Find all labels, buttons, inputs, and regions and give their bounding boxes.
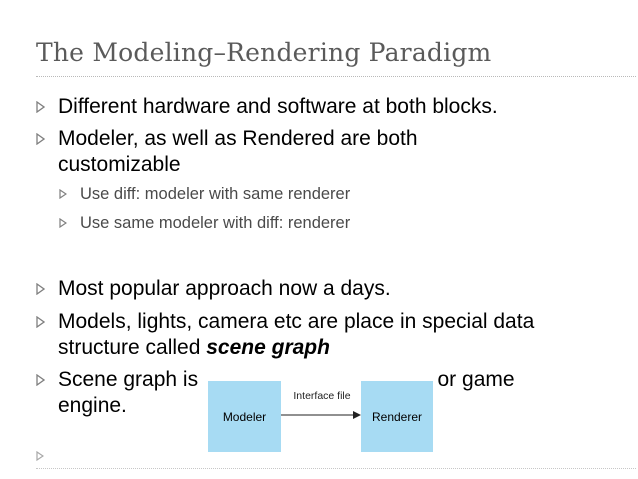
- bullet-scene-graph-interface: Scene graph is engine.: [36, 367, 198, 419]
- bullet-text-line-1: Models, lights, camera etc are place in …: [58, 310, 535, 333]
- interface-file-label: Interface file: [293, 390, 351, 402]
- modeler-box: Modeler: [208, 381, 281, 452]
- sub-bullet-same-modeler: Use same modeler with diff: renderer: [59, 212, 350, 234]
- triangle-bullet-icon: [36, 309, 48, 335]
- bullet-hardware-software: Different hardware and software at both …: [36, 94, 498, 120]
- sub-bullet-diff-modeler: Use diff: modeler with same renderer: [59, 183, 350, 205]
- footer-triangle-icon: [36, 448, 45, 466]
- bullet-text-fragment-end: er or game: [413, 368, 515, 391]
- bullet-text: Most popular approach now a days.: [58, 277, 391, 300]
- sub-bullet-text: Use same modeler with diff: renderer: [80, 214, 351, 232]
- bullet-text-line-2: customizable: [58, 153, 181, 176]
- triangle-bullet-icon: [36, 276, 48, 302]
- triangle-bullet-icon: [36, 126, 48, 152]
- title-divider: [36, 76, 636, 77]
- scene-graph-keyword: scene graph: [206, 336, 330, 359]
- bullet-text-line-2: engine.: [58, 394, 127, 417]
- slide-title: The Modeling–Rendering Paradigm: [36, 38, 492, 67]
- triangle-bullet-icon: [59, 183, 71, 209]
- triangle-bullet-icon: [36, 94, 48, 120]
- bullet-modeler-renderer: Modeler, as well as Rendered are both cu…: [36, 126, 418, 178]
- footer-divider: [36, 468, 636, 469]
- bullet-scene-graph-definition: Models, lights, camera etc are place in …: [36, 309, 534, 361]
- arrow-right-icon: [281, 411, 361, 419]
- bullet-popular-approach: Most popular approach now a days.: [36, 276, 391, 302]
- modeler-renderer-diagram: Modeler Interface file Renderer: [208, 374, 433, 458]
- triangle-bullet-icon: [59, 212, 71, 238]
- bullet-text-line-1: Modeler, as well as Rendered are both: [58, 127, 418, 150]
- triangle-bullet-icon: [36, 367, 48, 393]
- bullet-text: Different hardware and software at both …: [58, 95, 498, 118]
- sub-bullet-text: Use diff: modeler with same renderer: [80, 185, 351, 203]
- bullet-text-line-2: structure called scene graph: [58, 335, 534, 361]
- renderer-box: Renderer: [361, 381, 433, 452]
- bullet-text-plain: structure called: [58, 336, 207, 359]
- bullet-text-fragment-start: Scene graph is: [58, 368, 199, 391]
